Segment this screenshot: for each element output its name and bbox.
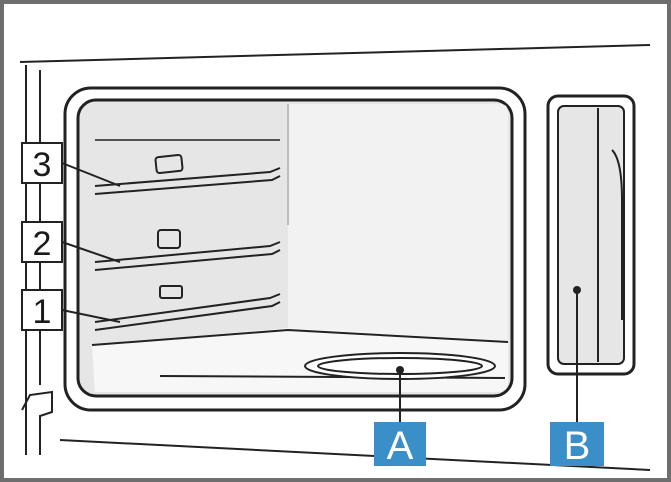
callout-b: B [550, 422, 604, 468]
shelf-level-1-text: 1 [33, 293, 52, 331]
door-seal-inner [558, 106, 624, 364]
shelf-level-3-text: 3 [33, 146, 52, 184]
shelf-level-label-2: 2 [22, 222, 62, 263]
callout-b-text: B [564, 424, 591, 468]
callout-b-dot [573, 286, 581, 294]
cavity-back-wall [288, 104, 508, 340]
shelf-level-label-3: 3 [22, 143, 62, 184]
callout-a: A [374, 422, 426, 468]
callout-a-text: A [387, 424, 414, 468]
callout-a-dot [396, 366, 404, 374]
shelf-level-label-1: 1 [22, 290, 62, 331]
shelf-level-2-text: 2 [33, 225, 52, 263]
